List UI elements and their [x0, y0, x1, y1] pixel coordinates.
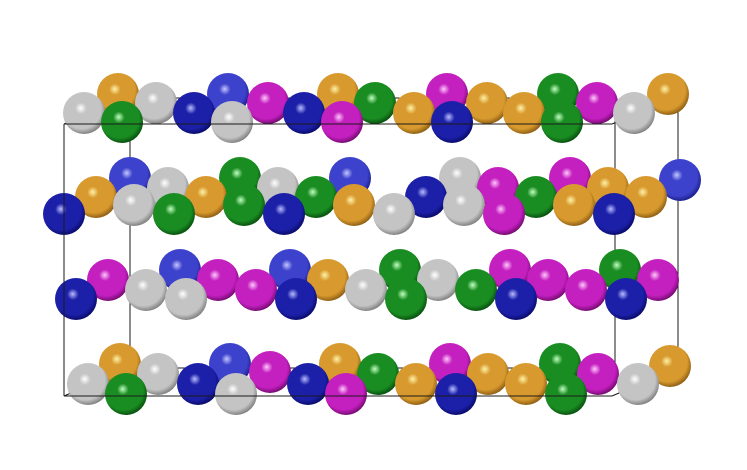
- atom-navy[interactable]: [275, 278, 317, 320]
- atom-white[interactable]: [165, 278, 207, 320]
- atom-orange[interactable]: [647, 73, 689, 115]
- atom-navy[interactable]: [283, 92, 325, 134]
- atom-navy[interactable]: [55, 278, 97, 320]
- atom-white[interactable]: [617, 363, 659, 405]
- atom-navy[interactable]: [435, 373, 477, 415]
- atom-magenta[interactable]: [483, 193, 525, 235]
- atom-white[interactable]: [125, 269, 167, 311]
- atom-magenta[interactable]: [247, 82, 289, 124]
- atom-white[interactable]: [215, 373, 257, 415]
- atom-orange[interactable]: [466, 82, 508, 124]
- atom-white[interactable]: [417, 259, 459, 301]
- atom-white[interactable]: [211, 101, 253, 143]
- atom-magenta[interactable]: [235, 269, 277, 311]
- atom-navy[interactable]: [405, 176, 447, 218]
- atom-orange[interactable]: [307, 259, 349, 301]
- atom-green[interactable]: [515, 176, 557, 218]
- atom-navy[interactable]: [593, 193, 635, 235]
- atom-green[interactable]: [101, 101, 143, 143]
- atom-green[interactable]: [105, 373, 147, 415]
- atom-green[interactable]: [357, 353, 399, 395]
- atom-navy[interactable]: [431, 101, 473, 143]
- atom-white[interactable]: [137, 353, 179, 395]
- atom-orange[interactable]: [649, 345, 691, 387]
- atom-green[interactable]: [354, 82, 396, 124]
- atom-green[interactable]: [295, 176, 337, 218]
- atom-magenta[interactable]: [577, 353, 619, 395]
- atom-green[interactable]: [385, 278, 427, 320]
- unit-cell-front-edges: [63, 123, 612, 397]
- atom-orange[interactable]: [185, 176, 227, 218]
- atom-magenta[interactable]: [249, 351, 291, 393]
- atom-orange[interactable]: [395, 363, 437, 405]
- atom-orange[interactable]: [333, 184, 375, 226]
- atom-blue[interactable]: [659, 159, 701, 201]
- atom-navy[interactable]: [495, 278, 537, 320]
- atom-white[interactable]: [67, 363, 109, 405]
- atom-magenta[interactable]: [527, 259, 569, 301]
- atom-white[interactable]: [113, 184, 155, 226]
- unit-cell-back-edges: [63, 97, 679, 397]
- atom-white[interactable]: [345, 269, 387, 311]
- atom-magenta[interactable]: [321, 101, 363, 143]
- atom-navy[interactable]: [177, 363, 219, 405]
- atom-magenta[interactable]: [87, 259, 129, 301]
- atom-navy[interactable]: [605, 278, 647, 320]
- atom-green[interactable]: [545, 373, 587, 415]
- atom-navy[interactable]: [263, 193, 305, 235]
- atom-green[interactable]: [455, 269, 497, 311]
- atom-orange[interactable]: [503, 92, 545, 134]
- atom-green[interactable]: [153, 193, 195, 235]
- atom-magenta[interactable]: [565, 269, 607, 311]
- atom-white[interactable]: [443, 184, 485, 226]
- atom-magenta[interactable]: [325, 373, 367, 415]
- atom-white[interactable]: [373, 193, 415, 235]
- atom-green[interactable]: [223, 184, 265, 226]
- atom-magenta[interactable]: [576, 82, 618, 124]
- atom-navy[interactable]: [287, 363, 329, 405]
- atom-white[interactable]: [613, 92, 655, 134]
- atom-orange[interactable]: [625, 176, 667, 218]
- atom-magenta[interactable]: [637, 259, 679, 301]
- atom-magenta[interactable]: [197, 259, 239, 301]
- atom-orange[interactable]: [553, 184, 595, 226]
- atom-white[interactable]: [63, 92, 105, 134]
- atom-orange[interactable]: [393, 92, 435, 134]
- atom-orange[interactable]: [505, 363, 547, 405]
- atom-white[interactable]: [135, 82, 177, 124]
- atom-layer: [43, 73, 701, 415]
- atom-navy[interactable]: [173, 92, 215, 134]
- atom-orange[interactable]: [75, 176, 117, 218]
- atom-green[interactable]: [541, 101, 583, 143]
- atom-orange[interactable]: [467, 353, 509, 395]
